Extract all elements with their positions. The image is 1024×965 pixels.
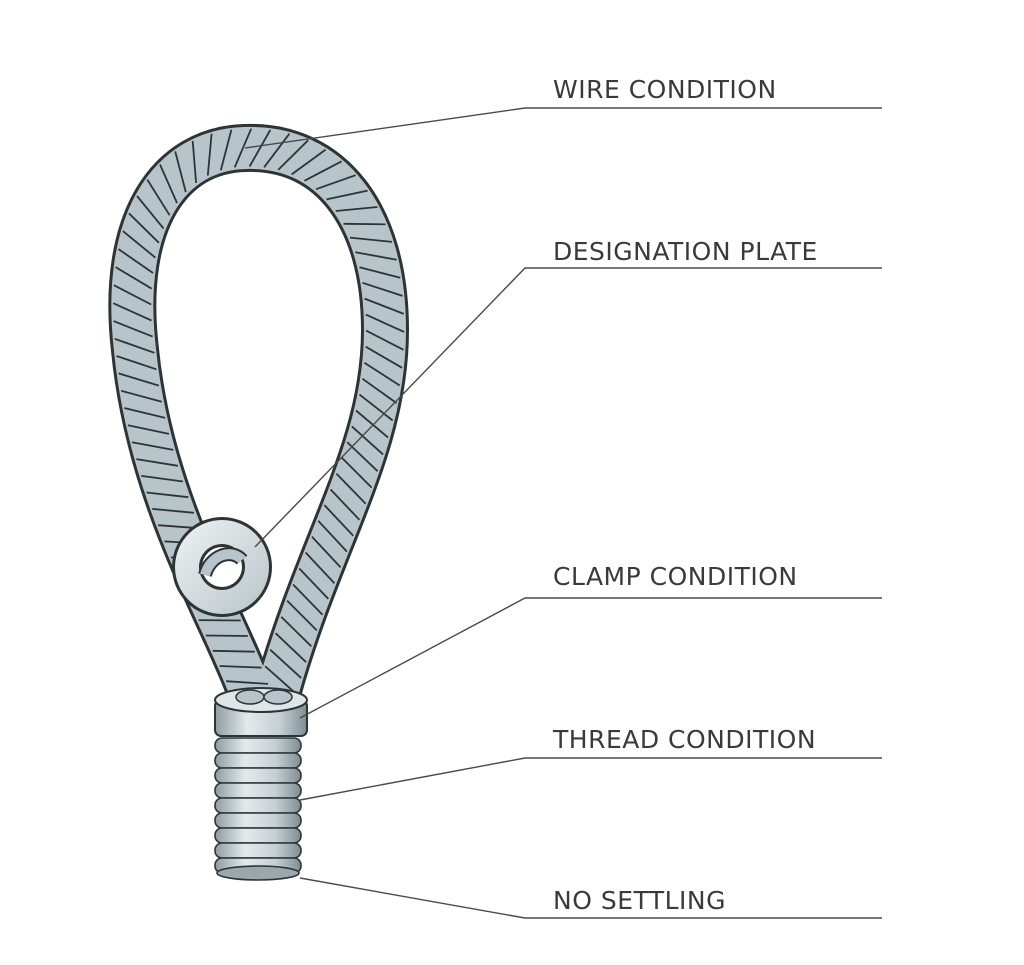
rope-strand [219, 665, 262, 669]
rope-strand [329, 488, 361, 521]
rope-strand [341, 457, 373, 489]
rope-strand [343, 222, 386, 226]
label-thread-condition: THREAD CONDITION [552, 725, 816, 754]
rope-strand [113, 284, 152, 306]
rope-strand [280, 616, 312, 647]
rope-strand [264, 665, 298, 695]
rope-strand [355, 409, 389, 439]
rope-strand [115, 266, 153, 290]
rope-strand [174, 151, 187, 193]
clamp-ferrule [214, 687, 308, 737]
label-designation-plate: DESIGNATION PLATE [553, 237, 818, 266]
thread-ring [214, 797, 302, 814]
rope-strand [365, 345, 403, 369]
rope-strand [136, 458, 179, 467]
rope-strand [152, 508, 195, 514]
leader-lines [244, 107, 882, 919]
rope-strand [349, 236, 392, 243]
rope-strand [112, 302, 152, 322]
rope-strand [114, 337, 155, 354]
label-clamp-condition: CLAMP CONDITION [553, 562, 798, 591]
rope-strand [120, 389, 163, 403]
rope-strand [335, 472, 367, 505]
thread-ring [214, 767, 302, 784]
rope-strand [286, 599, 318, 632]
rope-strand [362, 281, 403, 297]
rope-strand [141, 475, 184, 483]
rope-strand [117, 248, 154, 274]
thread-ring [214, 737, 302, 754]
thread-ring [214, 842, 302, 859]
wire-rope-loop [108, 123, 410, 714]
rope-strand [274, 632, 307, 663]
rope-strand [146, 491, 189, 499]
rope-strand [212, 649, 255, 653]
rope-strand [364, 297, 405, 315]
leader-thread-condition [299, 757, 882, 801]
rope-strand [365, 313, 405, 333]
rope-strand [219, 129, 233, 171]
rope-strand [205, 634, 248, 637]
rope-strand [248, 129, 272, 167]
rope-strand [303, 160, 343, 182]
thread-ring [214, 812, 302, 829]
leader-wire-condition [244, 107, 882, 149]
rope-strand [131, 441, 174, 451]
rope-strand [122, 230, 156, 259]
rope-strand [128, 212, 160, 244]
rope-strand [355, 251, 397, 261]
rope-strand [365, 329, 404, 351]
rope-strand [124, 407, 166, 419]
leader-designation-plate [254, 267, 882, 548]
rope-strand [136, 195, 165, 230]
rope-strand [363, 361, 401, 387]
rope-strand [127, 424, 170, 435]
rope-strand [118, 372, 160, 387]
rope-strand [304, 551, 336, 584]
rope-strand [317, 520, 348, 553]
rope-strand [292, 583, 324, 616]
rope-strand [113, 320, 153, 338]
thread-ring [214, 752, 302, 769]
rope-strand [335, 206, 378, 212]
rope-strand [116, 355, 157, 371]
rope-strand [277, 139, 309, 171]
rope-strand [361, 377, 398, 404]
rope-strand [326, 189, 368, 201]
designation-plate [172, 517, 272, 617]
rope-strand [323, 504, 354, 537]
rope-strand [226, 680, 269, 685]
rope-strand [298, 567, 329, 600]
threaded-stud [214, 737, 302, 881]
label-wire-condition: WIRE CONDITION [553, 75, 777, 104]
rope-strand [206, 133, 213, 176]
rope-strand [146, 179, 171, 216]
rope-strand [269, 649, 302, 679]
thread-ring [214, 827, 302, 844]
rope-strand [233, 128, 253, 168]
leader-no-settling [299, 877, 882, 919]
rope-strand [351, 425, 384, 456]
rope-strand [311, 535, 342, 569]
rope-strand [159, 164, 178, 204]
rope-strand [263, 133, 291, 168]
thread-ring [214, 782, 302, 799]
rope-strand [358, 393, 394, 422]
rope-strand [359, 266, 401, 279]
rope-strand [291, 148, 327, 176]
label-no-settling: NO SETTLING [553, 886, 726, 915]
leader-clamp-condition [299, 597, 882, 719]
rope-strand [191, 140, 197, 183]
rope-strand [315, 174, 356, 191]
stud-base [216, 865, 300, 881]
